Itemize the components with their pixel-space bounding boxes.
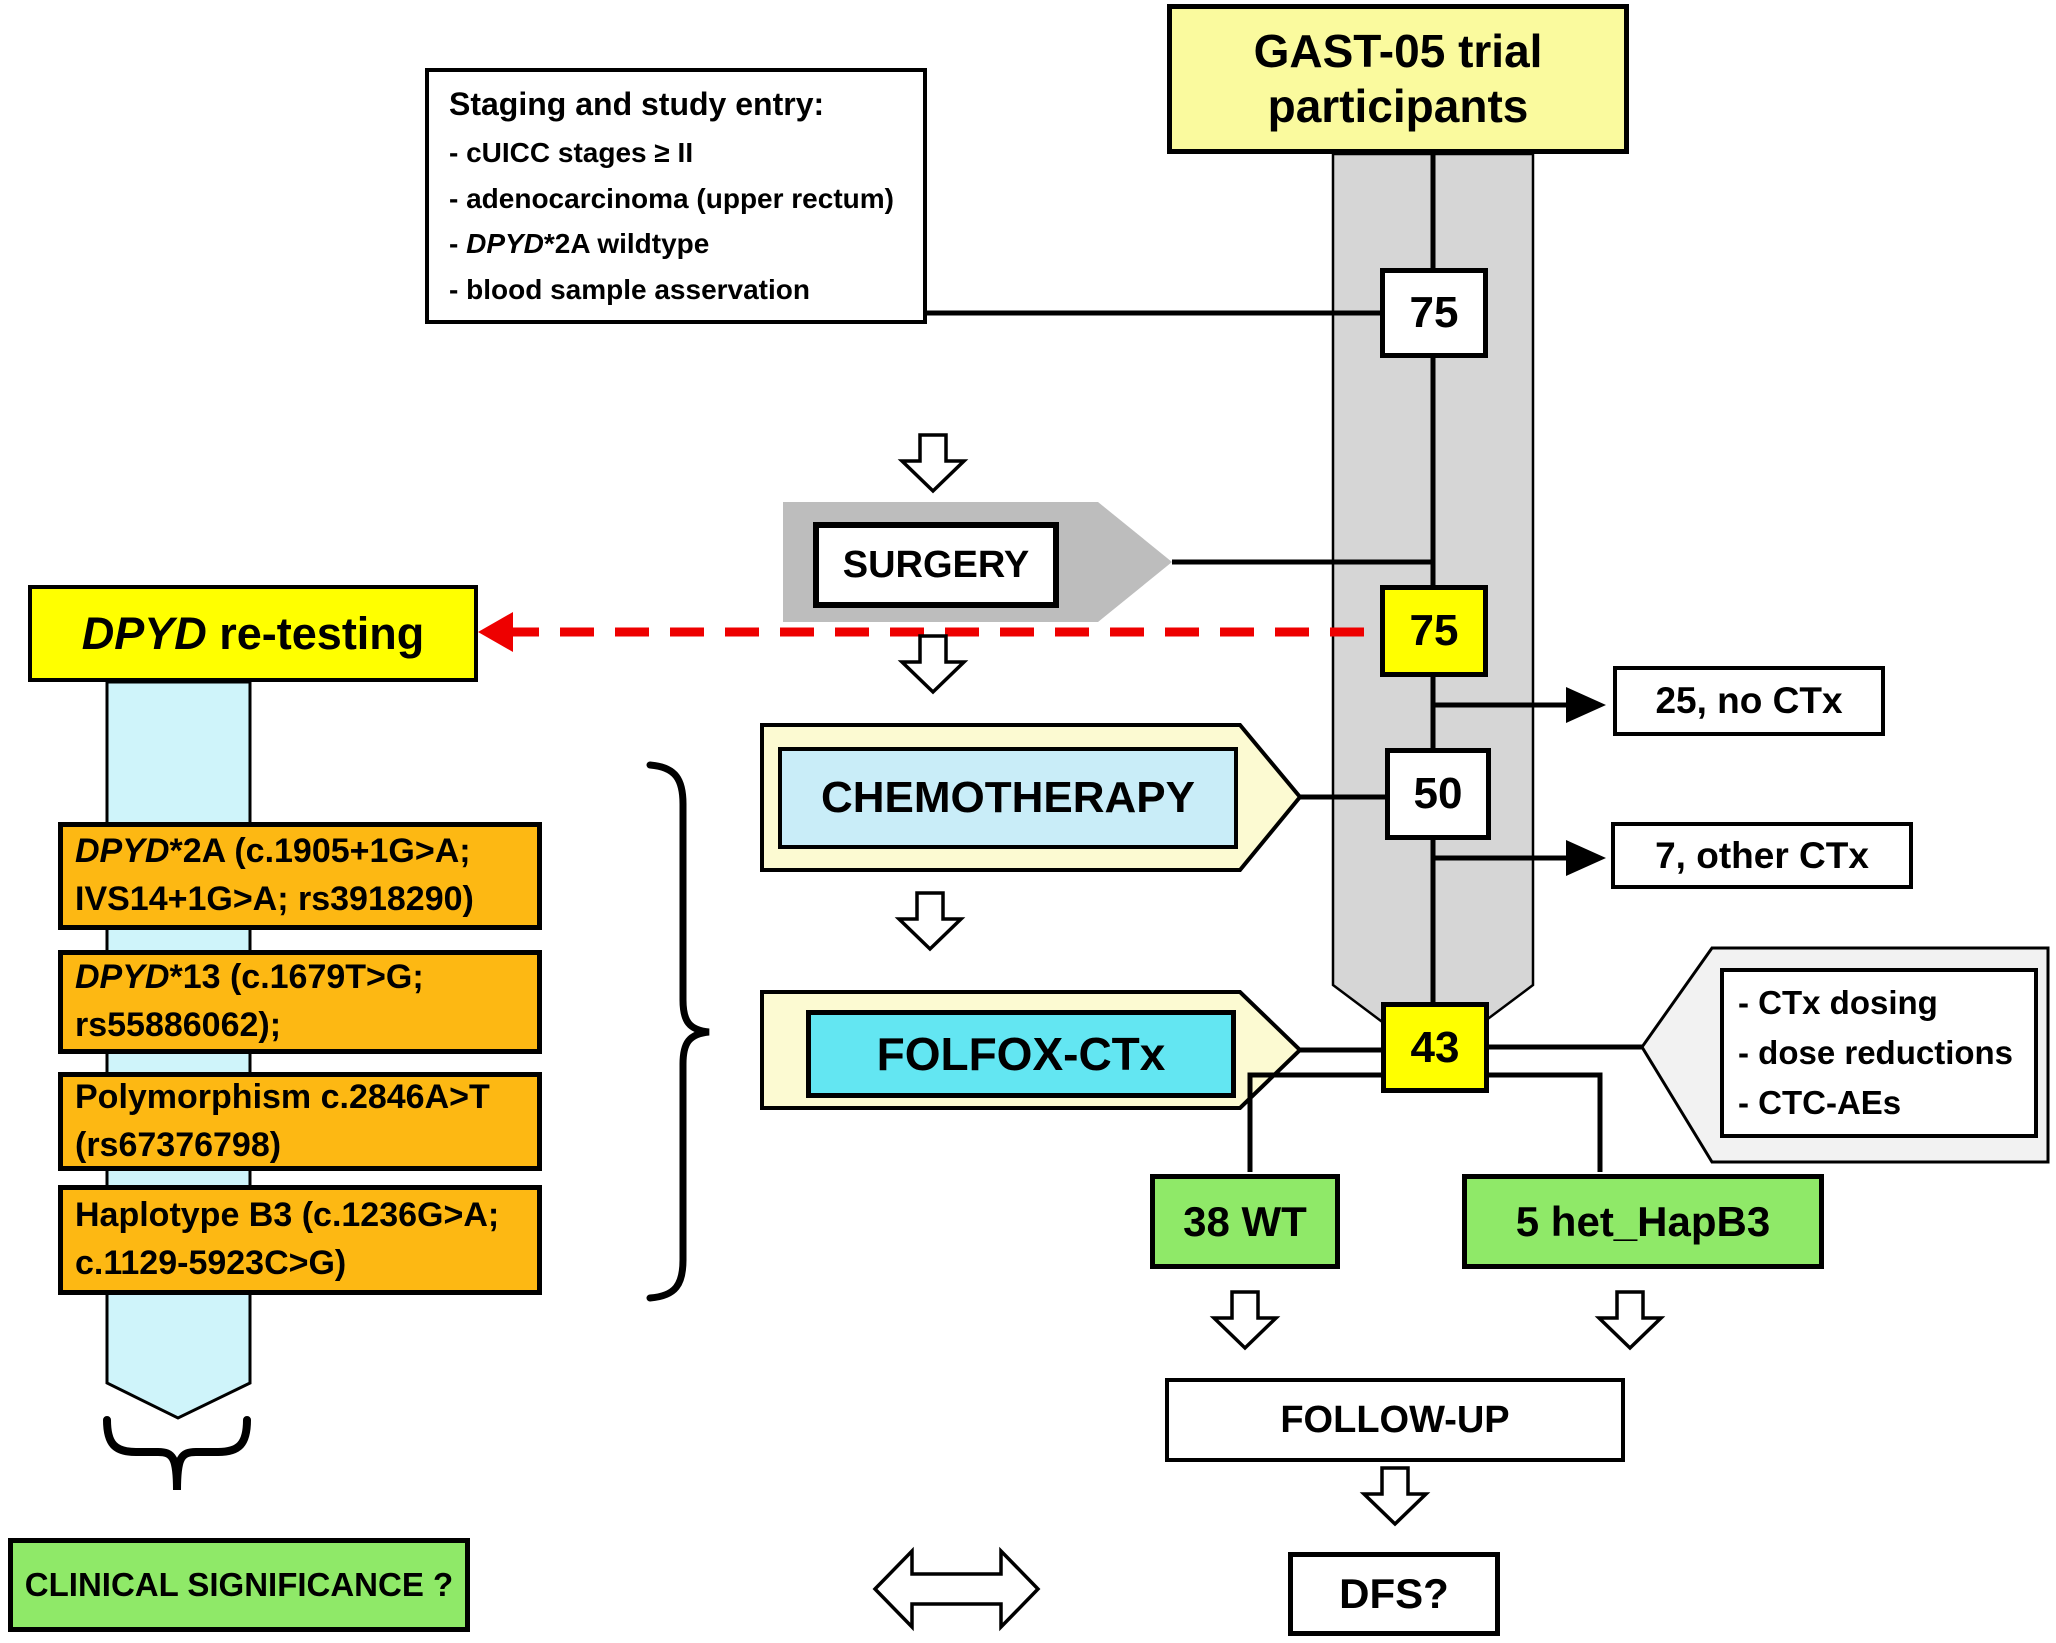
significance-brace (103, 1416, 251, 1491)
no-ctx-arrowhead-icon (1566, 687, 1606, 723)
no-ctx-box: 25, no CTx (1613, 666, 1885, 736)
staging-item: - DPYD*2A wildtype (449, 228, 710, 260)
ctx-dosing-callout-box: - CTx dosing - dose reductions - CTC-AEs (1720, 968, 2038, 1138)
variants-brace (646, 761, 710, 1302)
genotype-wt-box: 38 WT (1150, 1174, 1340, 1269)
clinical-significance-box: CLINICAL SIGNIFICANCE ? (8, 1538, 470, 1632)
down-arrow-icon (894, 891, 966, 952)
other-ctx-box: 7, other CTx (1611, 822, 1913, 889)
variant-dpyd2a-box: DPYD*2A (c.1905+1G>A; IVS14+1G>A; rs3918… (58, 822, 542, 930)
down-arrow-icon (897, 433, 969, 494)
hapb3-elbow-connector (1489, 1072, 1603, 1172)
staging-criteria-box: Staging and study entry: - cUICC stages … (425, 68, 927, 324)
variant-c2846-box: Polymorphism c.2846A>T (rs67376798) (58, 1072, 542, 1171)
down-arrow-icon (897, 634, 969, 695)
follow-up-box: FOLLOW-UP (1165, 1378, 1625, 1462)
count-folfox-box: 43 (1381, 1002, 1489, 1093)
staging-item: - adenocarcinoma (upper rectum) (449, 182, 894, 214)
count-post-surgery-box: 75 (1380, 585, 1488, 677)
down-arrow-icon (1359, 1466, 1431, 1527)
gast05-line1: GAST-05 trial (1253, 24, 1543, 77)
retesting-arrowhead-icon (478, 612, 513, 652)
callout-item: - CTx dosing (1738, 984, 1938, 1021)
surgery-box: SURGERY (813, 522, 1059, 608)
wt-elbow-connector (1247, 1072, 1381, 1172)
dfs-box: DFS? (1288, 1552, 1500, 1636)
other-ctx-arrowhead-icon (1566, 840, 1606, 876)
chemotherapy-box: CHEMOTHERAPY (778, 747, 1238, 849)
staging-item: - cUICC stages ≥ II (449, 136, 694, 168)
variant-dpyd13-box: DPYD*13 (c.1679T>G; rs55886062); (58, 950, 542, 1054)
variant-hapb3-box: Haplotype B3 (c.1236G>A; c.1129-5923C>G) (58, 1185, 542, 1295)
callout-item: - dose reductions (1738, 1034, 2014, 1071)
staging-title: Staging and study entry: (449, 86, 825, 122)
staging-item: - blood sample asservation (449, 274, 810, 305)
down-arrow-icon (1209, 1290, 1281, 1351)
double-arrow-icon (872, 1546, 1041, 1632)
count-chemo-box: 50 (1385, 748, 1491, 840)
genotype-hapb3-box: 5 het_HapB3 (1462, 1174, 1824, 1269)
count-enrolled-box: 75 (1380, 268, 1488, 358)
gast05-line2: participants (1267, 80, 1529, 132)
folfox-ctx-box: FOLFOX-CTx (806, 1010, 1236, 1098)
down-arrow-icon (1594, 1290, 1666, 1351)
dpyd-retesting-box: DPYD re-testing (28, 585, 478, 682)
gast05-participants-box: GAST-05 trial participants (1167, 4, 1629, 154)
callout-item: - CTC-AEs (1738, 1084, 1902, 1121)
